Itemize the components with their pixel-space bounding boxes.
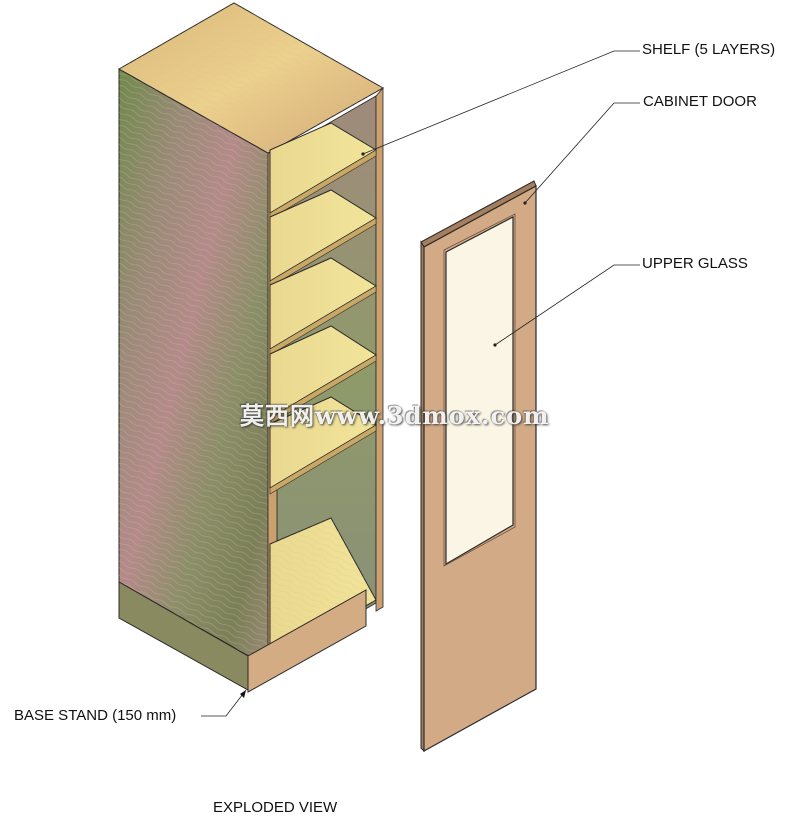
base-stand-label: BASE STAND (150 mm) [14, 707, 177, 724]
base-leader-arrow [240, 690, 246, 698]
cabinet-door [420, 180, 537, 753]
watermark: 莫西网www.3dmox.com [240, 401, 550, 430]
door-leader-dot [523, 201, 527, 205]
shelves [269, 122, 377, 495]
cabinet-left-side-grain [119, 69, 268, 667]
cabinet-door-label: CABINET DOOR [643, 93, 757, 110]
glass-leader-dot [493, 343, 497, 347]
cabinet-right-side-edge [375, 86, 384, 612]
base-leader [201, 689, 247, 717]
shelf-edge [269, 285, 377, 356]
diagram-caption: EXPLODED VIEW [213, 799, 338, 816]
shelf-leader-dot [361, 152, 365, 156]
upper-glass-label: UPPER GLASS [642, 255, 748, 272]
shelf-edge [269, 424, 377, 495]
door-leader [524, 102, 640, 204]
upper-glass [445, 216, 514, 566]
glass-frame-inner [443, 213, 516, 567]
shelf-label: SHELF (5 LAYERS) [642, 41, 776, 58]
glass-leader [494, 264, 640, 346]
cabinet-bottom-panel-grain [270, 518, 376, 660]
leader-lines [201, 50, 640, 717]
base-stand-front [247, 589, 367, 693]
cabinet-top-grain [119, 3, 383, 153]
shelf-leader [362, 50, 640, 155]
shelf-edge [269, 354, 377, 425]
